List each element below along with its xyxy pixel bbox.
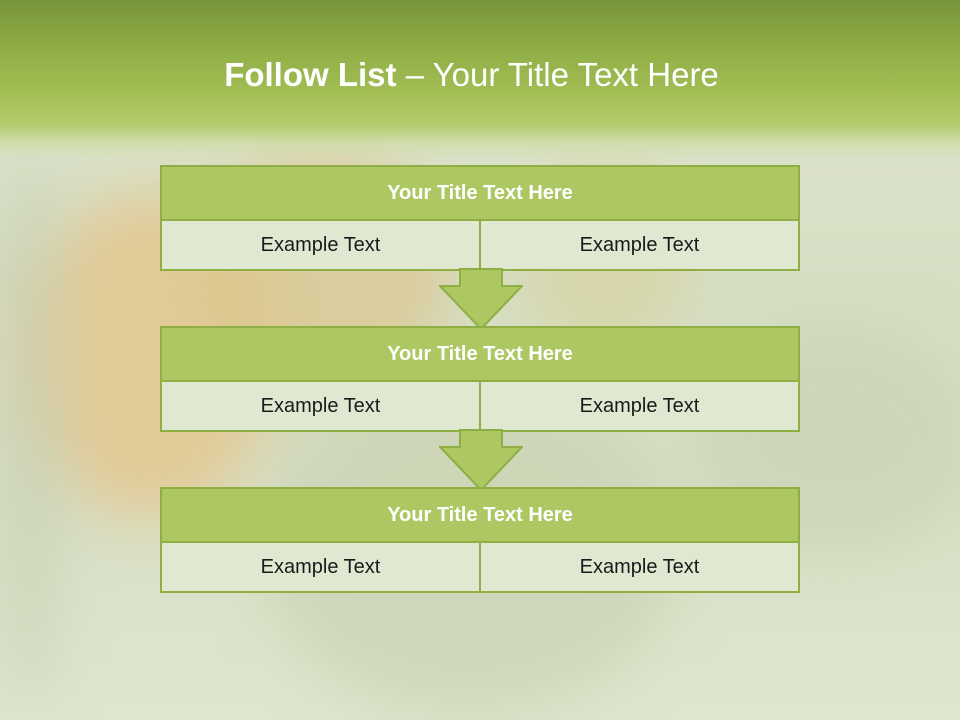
down-arrow-icon — [439, 429, 523, 491]
block-cell-right[interactable]: Example Text — [481, 382, 800, 432]
block-cell-left[interactable]: Example Text — [160, 221, 481, 271]
slide-title-bold: Follow List — [224, 56, 397, 93]
header-band — [0, 0, 960, 160]
block-cell-right[interactable]: Example Text — [481, 221, 800, 271]
block-title[interactable]: Your Title Text Here — [160, 326, 800, 382]
block-cell-right[interactable]: Example Text — [481, 543, 800, 593]
slide-title[interactable]: Follow List – Your Title Text Here — [0, 56, 943, 94]
block-row: Example Text Example Text — [160, 382, 800, 432]
block-row: Example Text Example Text — [160, 221, 800, 271]
down-arrow-icon — [439, 268, 523, 330]
slide-title-rest: – Your Title Text Here — [396, 56, 719, 93]
block-cell-left[interactable]: Example Text — [160, 543, 481, 593]
follow-block-2[interactable]: Your Title Text Here Example Text Exampl… — [160, 326, 800, 432]
background-leaf — [0, 150, 60, 710]
block-row: Example Text Example Text — [160, 543, 800, 593]
follow-block-1[interactable]: Your Title Text Here Example Text Exampl… — [160, 165, 800, 271]
block-cell-left[interactable]: Example Text — [160, 382, 481, 432]
follow-block-3[interactable]: Your Title Text Here Example Text Exampl… — [160, 487, 800, 593]
block-title[interactable]: Your Title Text Here — [160, 165, 800, 221]
block-title[interactable]: Your Title Text Here — [160, 487, 800, 543]
